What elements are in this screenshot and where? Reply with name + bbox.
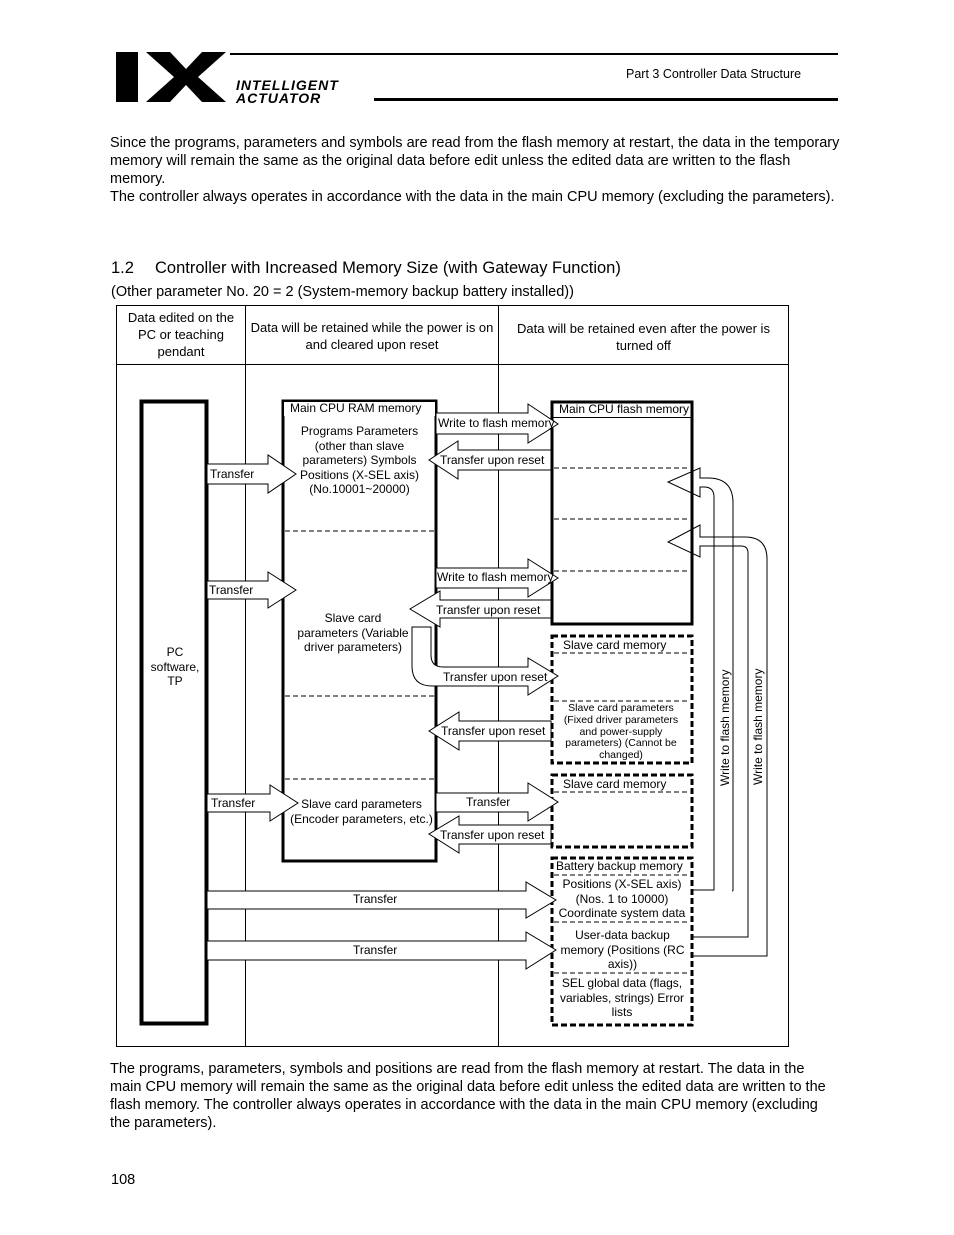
column-header-volatile: Data will be retained while the power is… (250, 320, 494, 352)
section-heading: 1.2 Controller with Increased Memory Size… (111, 259, 621, 278)
column-header-nonvolatile: Data will be retained even after the pow… (517, 321, 770, 353)
logo-line-1: INTELLIGENT (236, 77, 339, 93)
transfer-label-1: Transfer (210, 467, 255, 481)
ram-slave-variable-text: Slave card parameters (Variable driver p… (297, 611, 409, 654)
transfer-reset-label-5: Transfer upon reset (440, 828, 545, 842)
header-rule-bottom (374, 98, 838, 101)
slave-card-memory-2-title: Slave card memory (563, 777, 667, 791)
logo-line-2: ACTUATOR (236, 90, 322, 106)
intro-text: Since the programs, parameters and symbo… (110, 134, 840, 206)
section-subtitle: (Other parameter No. 20 = 2 (System-memo… (111, 284, 574, 300)
write-flash-vertical-1: Write to flash memory (718, 669, 732, 786)
logo: INTELLIGENT ACTUATOR (114, 52, 404, 106)
user-data-backup-text: User-data backup memory (Positions (RC a… (560, 928, 685, 971)
outro-text: The programs, parameters, symbols and po… (110, 1061, 826, 1131)
transfer-reset-label-1: Transfer upon reset (440, 453, 545, 467)
flash-title: Main CPU flash memory (559, 402, 690, 416)
transfer-label-4: Transfer (466, 795, 511, 809)
transfer-reset-label-2: Transfer upon reset (436, 603, 541, 617)
transfer-reset-label-4: Transfer upon reset (441, 724, 546, 738)
transfer-label-6: Transfer (353, 943, 398, 957)
section-number: 1.2 (111, 259, 134, 277)
intro-paragraph-1: Since the programs, parameters and symbo… (110, 135, 840, 187)
page-number: 108 (111, 1172, 136, 1188)
battery-backup-title: Battery backup memory (556, 859, 683, 873)
sel-global-data-text: SEL global data (flags, variables, strin… (559, 976, 685, 1019)
write-flash-vertical-2: Write to flash memory (751, 668, 765, 785)
write-flash-label-2: Write to flash memory (437, 570, 554, 584)
pc-software-label: PC software, TP (150, 645, 200, 688)
battery-positions-text: Positions (X-SEL axis) (Nos. 1 to 10000)… (558, 877, 686, 920)
ram-slave-encoder-text: Slave card parameters (Encoder parameter… (290, 797, 433, 826)
chapter-title: Part 3 Controller Data Structure (626, 67, 802, 81)
column-header-pc: Data edited on the PC or teaching pendan… (127, 310, 235, 359)
write-flash-label-1: Write to flash memory (438, 416, 555, 430)
logo-mark-icon (116, 52, 226, 102)
header-rule-top (230, 53, 838, 55)
section-title: Controller with Increased Memory Size (w… (155, 259, 621, 277)
slave-fixed-params-text: Slave card parameters (Fixed driver para… (563, 702, 679, 762)
ram-title: Main CPU RAM memory (290, 401, 422, 415)
transfer-label-3: Transfer (211, 796, 256, 810)
transfer-label-5: Transfer (353, 892, 398, 906)
transfer-reset-label-3: Transfer upon reset (443, 670, 548, 684)
slave-card-memory-1-title: Slave card memory (563, 638, 667, 652)
ram-programs-text: Programs Parameters (other than slave pa… (300, 424, 419, 496)
transfer-label-2: Transfer (209, 583, 254, 597)
intro-paragraph-2: The controller always operates in accord… (110, 189, 835, 205)
